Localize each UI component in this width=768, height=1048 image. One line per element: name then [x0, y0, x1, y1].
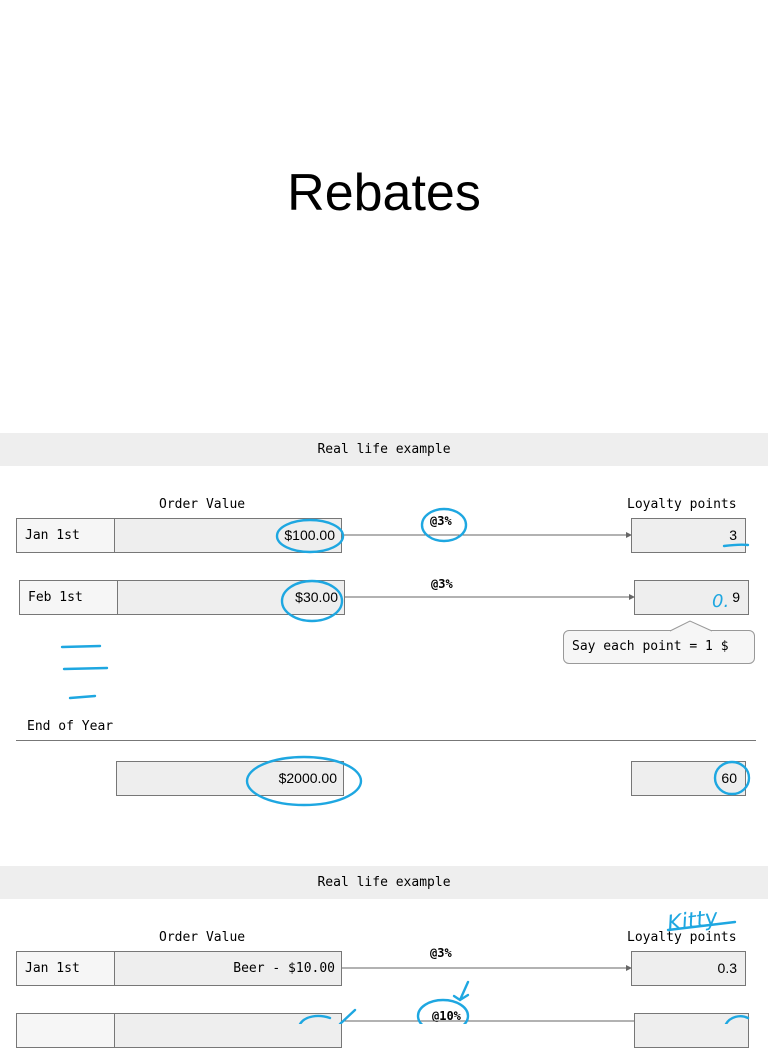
circle-partial-value — [298, 1014, 332, 1024]
callout-note: Say each point = 1 $ — [563, 630, 755, 664]
order-value-heading-2: Order Value — [159, 930, 246, 945]
section-header-1: Real life example — [0, 433, 768, 466]
callout-pointer — [669, 620, 713, 632]
row-date-feb: Feb 1st — [19, 580, 118, 615]
circle-2000 — [245, 755, 363, 807]
annotation-layer: 0. Kitty — [60, 507, 751, 1024]
end-of-year-divider — [16, 740, 756, 741]
row-points-feb: 9 — [634, 580, 749, 615]
row-value-jan: $100.00 — [114, 518, 342, 553]
rate-label-jan: @3% — [430, 514, 452, 528]
handwritten-zero-prefix: 0. — [712, 591, 729, 612]
slide-title: Rebates — [287, 164, 481, 222]
loyalty-points-heading-2: Loyalty points — [627, 930, 737, 945]
dash-2 — [62, 666, 109, 671]
handwritten-annotations — [60, 507, 751, 1024]
arrow-rate-10 — [452, 980, 470, 1002]
circle-60 — [713, 760, 751, 796]
loyalty-points-heading-1: Loyalty points — [627, 497, 737, 512]
underline-3 — [722, 543, 750, 548]
section-header-2: Real life example — [0, 866, 768, 899]
end-of-year-label: End of Year — [27, 719, 114, 734]
rate-label-2-jan: @3% — [430, 946, 452, 960]
rate-label-feb: @3% — [431, 577, 453, 591]
row2-value-jan: Beer - $10.00 — [114, 951, 342, 986]
circle-rate-10 — [416, 998, 470, 1024]
end-of-year-value: $2000.00 — [116, 761, 344, 796]
row-value-feb: $30.00 — [117, 580, 345, 615]
circle-rate-jan — [420, 507, 468, 543]
circle-100 — [275, 518, 345, 554]
handwritten-kitty-note: Kitty — [666, 905, 721, 937]
rate-label-2-partial: @10% — [432, 1009, 461, 1023]
tick-partial — [338, 1008, 357, 1024]
dash-3 — [68, 694, 97, 700]
dash-1 — [60, 644, 102, 649]
circle-partial-points — [724, 1015, 750, 1024]
kitty-underline — [666, 920, 737, 932]
circle-30 — [280, 579, 344, 623]
end-of-year-points: 60 — [631, 761, 746, 796]
order-value-heading-1: Order Value — [159, 497, 246, 512]
row2-date-jan: Jan 1st — [16, 951, 115, 986]
row-date-jan: Jan 1st — [16, 518, 115, 553]
row2-points-jan: 0.3 — [631, 951, 746, 986]
